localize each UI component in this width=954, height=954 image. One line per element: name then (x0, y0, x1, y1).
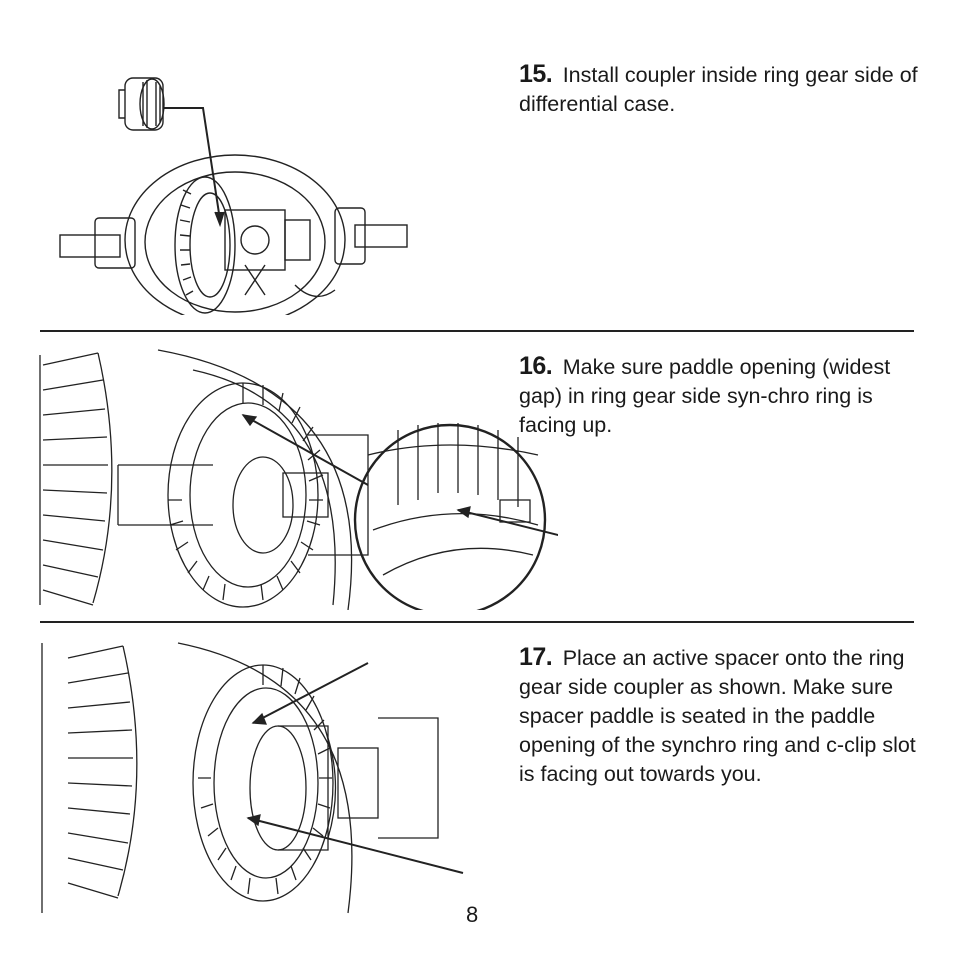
synchro-teeth (198, 665, 332, 895)
differential-coupler-illustration (55, 70, 415, 315)
synchro-ring-illustration (38, 345, 558, 610)
step-number: 16. (519, 352, 559, 380)
coupler-part-drawing (118, 77, 165, 131)
step-number: 17. (519, 643, 559, 671)
section-divider (40, 621, 914, 623)
step-text: Install coupler inside ring gear side of… (519, 63, 918, 116)
ring-gear-teeth (41, 643, 138, 913)
step-15: 15. Install coupler inside ring gear sid… (519, 60, 919, 119)
step-text: Make sure paddle opening (widest gap) in… (519, 355, 891, 437)
step-16: 16. Make sure paddle opening (widest gap… (519, 352, 919, 440)
ring-gear-teeth (39, 352, 113, 606)
synchro-teeth (168, 383, 324, 601)
step-text: Place an active spacer onto the ring gea… (519, 646, 916, 786)
active-spacer-illustration (38, 638, 478, 918)
page-number: 8 (466, 902, 479, 927)
step-17: 17. Place an active spacer onto the ring… (519, 643, 919, 789)
step-number: 15. (519, 60, 559, 88)
magnified-ring-detail (367, 423, 539, 576)
section-divider (40, 330, 914, 332)
